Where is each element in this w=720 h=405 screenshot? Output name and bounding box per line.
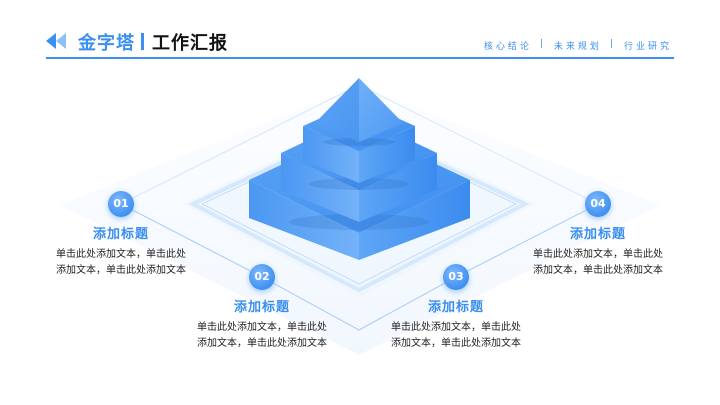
item-title: 添加标题 — [92, 227, 149, 242]
list-item: 03 添加标题 单击此处添加文本，单击此处添加文本，单击此处添加文本 — [391, 264, 521, 352]
nav-divider: | — [609, 39, 616, 49]
item-title: 添加标题 — [427, 300, 484, 315]
nav-item-future-plan[interactable]: 未来规划 — [553, 42, 602, 52]
number-badge: 03 — [443, 264, 469, 290]
item-description: 单击此处添加文本，单击此处添加文本，单击此处添加文本 — [197, 322, 327, 349]
list-item: 01 添加标题 单击此处添加文本，单击此处添加文本，单击此处添加文本 — [56, 191, 186, 279]
number-badge: 02 — [249, 264, 275, 290]
item-title: 添加标题 — [233, 300, 290, 315]
top-nav: 核心结论 | 未来规划 | 行业研究 — [484, 39, 672, 52]
pyramid-cap — [315, 78, 403, 146]
list-item: 02 添加标题 单击此处添加文本，单击此处添加文本，单击此处添加文本 — [197, 264, 327, 352]
brand-title: 金字塔 — [78, 33, 135, 54]
double-chevron-left-icon — [46, 33, 66, 49]
nav-item-industry-research[interactable]: 行业研究 — [623, 42, 672, 52]
page-title: 工作汇报 — [152, 33, 228, 54]
item-description: 单击此处添加文本，单击此处添加文本，单击此处添加文本 — [56, 249, 186, 276]
item-title: 添加标题 — [569, 227, 626, 242]
title-separator — [141, 33, 144, 50]
item-description: 单击此处添加文本，单击此处添加文本，单击此处添加文本 — [391, 322, 521, 349]
nav-item-core-conclusion[interactable]: 核心结论 — [483, 42, 532, 52]
header: 金字塔 工作汇报 核心结论 | 未来规划 | 行业研究 — [0, 0, 720, 60]
header-underline — [46, 57, 674, 59]
number-badge: 04 — [585, 191, 611, 217]
number-badge: 01 — [108, 191, 134, 217]
list-item: 04 添加标题 单击此处添加文本，单击此处添加文本，单击此处添加文本 — [533, 191, 663, 279]
nav-divider: | — [539, 39, 546, 49]
item-description: 单击此处添加文本，单击此处添加文本，单击此处添加文本 — [533, 249, 663, 276]
